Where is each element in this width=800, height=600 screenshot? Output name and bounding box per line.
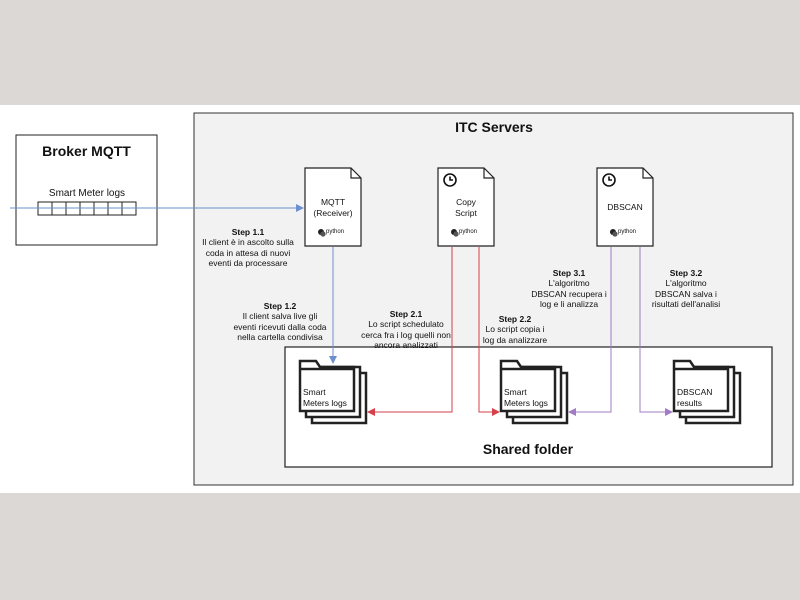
python-icon — [610, 229, 618, 237]
broker-box — [15, 134, 158, 246]
folder-label-logs1: Smart Meters logs — [303, 387, 347, 408]
folder-label-results: DBSCAN results — [677, 387, 713, 408]
clock-icon — [602, 173, 616, 187]
arrow-step-2-1 — [367, 247, 453, 416]
diagram-canvas: Broker MQTT Smart Meter logs ITC Servers… — [0, 105, 800, 493]
diagram-svg — [10, 112, 794, 486]
step-1-2-text: Il client salva live gli eventi ricevuti… — [233, 311, 327, 342]
mqtt-receiver-label: MQTT (Receiver) — [313, 197, 353, 218]
queue-label: Smart Meter logs — [48, 188, 126, 199]
copy-script-label: Copy Script — [455, 197, 477, 218]
itc-servers-title: ITC Servers — [455, 119, 533, 135]
clock-icon — [443, 173, 457, 187]
python-icon — [451, 229, 459, 237]
step-2-1-text: Lo script schedulato cerca fra i log que… — [361, 319, 451, 350]
python-icon — [318, 229, 326, 237]
folder-label-logs2: Smart Meters logs — [504, 387, 548, 408]
step-1-2-title: Step 1.2 — [263, 300, 297, 311]
python-label: python — [618, 229, 637, 235]
arrow-step-3-1 — [568, 247, 612, 416]
arrow-step-2-2 — [478, 247, 500, 416]
step-3-1-title: Step 3.1 — [552, 267, 586, 278]
python-label: python — [459, 229, 478, 235]
step-2-2-text: Lo script copia i log da analizzare — [482, 324, 548, 345]
step-2-1-title: Step 2.1 — [389, 308, 423, 319]
step-3-2-text: L'algoritmo DBSCAN salva i risultati del… — [651, 278, 721, 309]
step-1-1-title: Step 1.1 — [231, 226, 265, 237]
step-3-2-title: Step 3.2 — [669, 267, 703, 278]
step-2-2-title: Step 2.2 — [498, 313, 532, 324]
step-3-1-text: L'algoritmo DBSCAN recupera i log e li a… — [531, 278, 607, 309]
step-1-1-text: Il client è in ascolto sulla coda in att… — [202, 237, 294, 268]
shared-folder-title: Shared folder — [482, 441, 574, 457]
python-label: python — [326, 229, 345, 235]
dbscan-label: DBSCAN — [607, 202, 643, 212]
arrow-step-3-2 — [639, 247, 673, 416]
broker-title: Broker MQTT — [42, 143, 131, 159]
